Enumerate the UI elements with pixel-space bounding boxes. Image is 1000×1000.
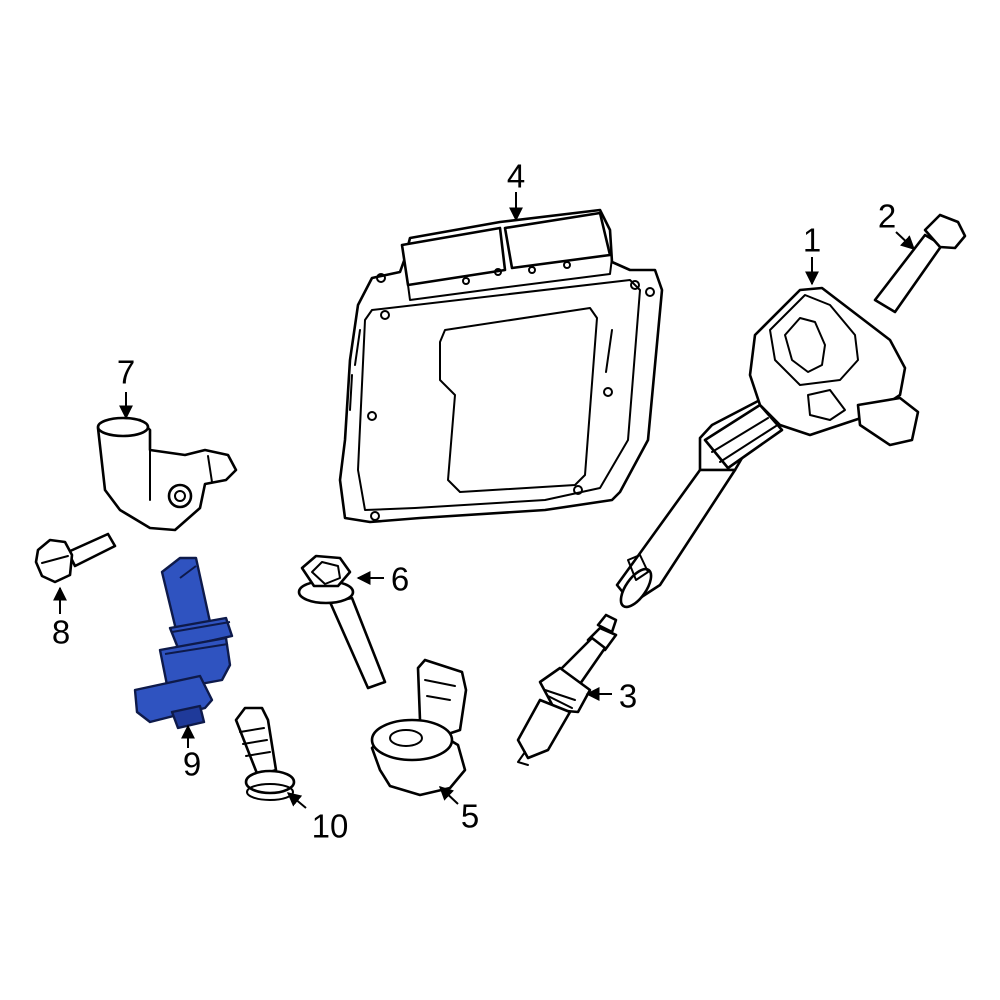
leader-5 — [438, 786, 459, 805]
part-9-camshaft-position-sensor[interactable] — [133, 556, 234, 730]
callout-8: 8 — [51, 613, 71, 651]
callout-4: 4 — [506, 157, 526, 195]
callout-7: 7 — [116, 353, 136, 391]
callout-3: 3 — [618, 677, 638, 715]
part-6-bolt[interactable] — [297, 554, 387, 690]
part-7-sensor[interactable] — [96, 416, 238, 532]
callout-5: 5 — [460, 797, 480, 835]
callout-1: 1 — [802, 221, 822, 259]
leader-2 — [895, 231, 916, 250]
part-8-bolt[interactable] — [34, 532, 117, 584]
leader-lines — [53, 192, 916, 809]
callout-6: 6 — [390, 560, 410, 598]
part-5-knock-sensor[interactable] — [370, 658, 468, 797]
part-10-bolt[interactable] — [234, 706, 296, 801]
callout-2: 2 — [877, 197, 897, 235]
part-3-spark-plug[interactable] — [516, 613, 618, 766]
part-2-bolt[interactable] — [873, 213, 967, 314]
leader-10 — [286, 792, 307, 809]
callout-9: 9 — [182, 745, 202, 783]
callout-10: 10 — [311, 807, 349, 845]
part-1-ignition-coil[interactable] — [615, 286, 920, 612]
part-4-engine-control-module[interactable] — [338, 208, 664, 524]
